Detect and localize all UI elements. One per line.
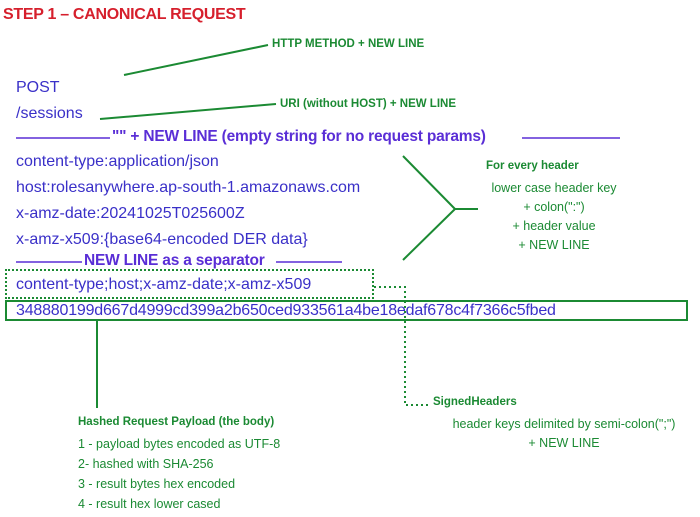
method-pointer-line xyxy=(123,44,269,76)
signed-headers-line: header keys delimited by semi-colon(";") xyxy=(452,417,676,431)
payload-title: Hashed Request Payload (the body) xyxy=(78,416,275,428)
header-line: x-amz-x509:{base64-encoded DER data} xyxy=(16,231,308,248)
payload-hash-box xyxy=(5,300,688,321)
http-method: POST xyxy=(16,79,60,96)
payload-step: 4 - result hex lower cased xyxy=(78,497,221,511)
http-method-annotation: HTTP METHOD + NEW LINE xyxy=(272,38,425,50)
payload-step: 2- hashed with SHA-256 xyxy=(78,457,214,471)
signed-headers-connector xyxy=(374,286,430,406)
payload-step: 1 - payload bytes encoded as UTF-8 xyxy=(78,437,281,451)
header-brace-top xyxy=(402,155,456,210)
every-header-line: + colon(":") xyxy=(523,200,585,214)
header-brace-bottom xyxy=(402,208,456,261)
every-header-line: + header value xyxy=(512,219,596,233)
header-line: x-amz-date:20241025T025600Z xyxy=(16,205,245,222)
uri-pointer-line xyxy=(99,103,277,120)
payload-step: 3 - result bytes hex encoded xyxy=(78,477,236,491)
request-uri: /sessions xyxy=(16,105,83,122)
header-line: content-type:application/json xyxy=(16,153,219,170)
every-header-title: For every header xyxy=(486,160,579,172)
separator-note: NEW LINE as a separator xyxy=(84,252,265,269)
signed-headers-box xyxy=(5,269,374,299)
every-header-line: lower case header key xyxy=(491,181,617,195)
header-line: host:rolesanywhere.ap-south-1.amazonaws.… xyxy=(16,179,361,196)
uri-annotation: URI (without HOST) + NEW LINE xyxy=(280,98,456,110)
empty-query-note: "" + NEW LINE (empty string for no reque… xyxy=(112,128,486,145)
every-header-line: + NEW LINE xyxy=(518,238,590,252)
page-title: STEP 1 – CANONICAL REQUEST xyxy=(3,6,246,23)
signed-headers-value: content-type;host;x-amz-date;x-amz-x509 xyxy=(16,276,312,293)
signed-headers-line: + NEW LINE xyxy=(528,436,600,450)
signed-headers-title: SignedHeaders xyxy=(433,396,517,408)
payload-hash-value: 348880199d667d4999cd399a2b650ced933561a4… xyxy=(16,302,556,319)
